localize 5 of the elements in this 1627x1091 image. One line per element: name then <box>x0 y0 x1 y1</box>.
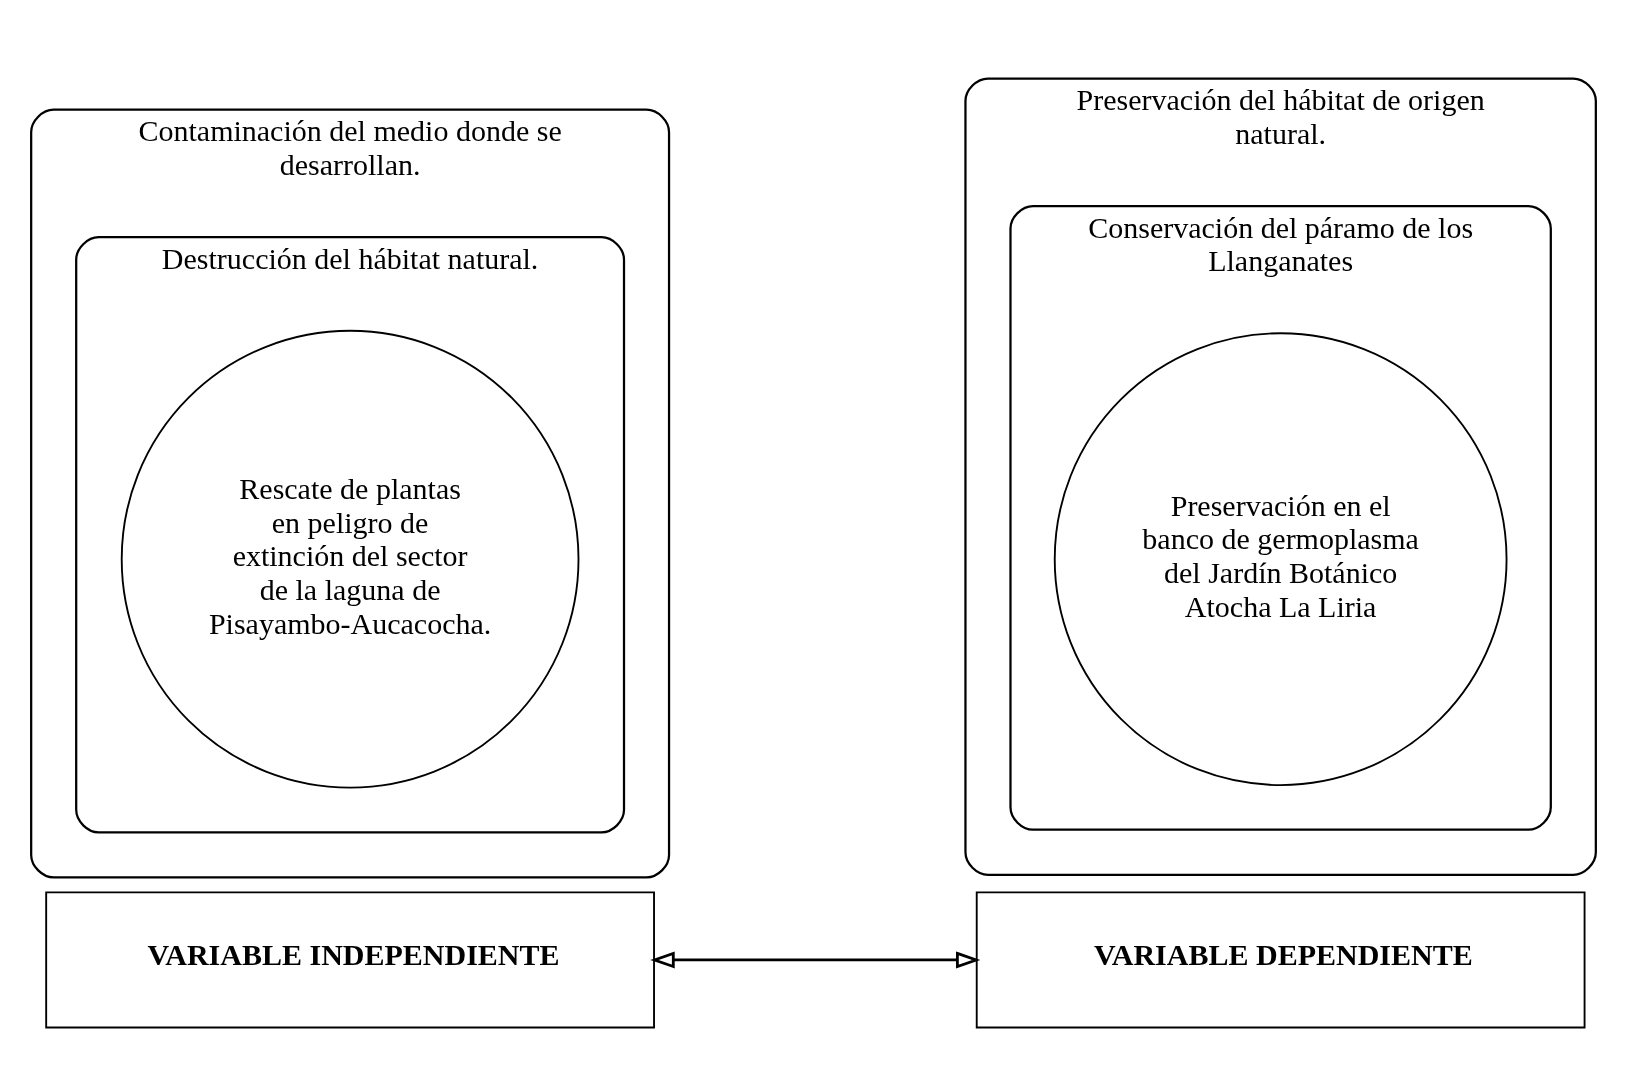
node-circle: Preservación en el banco de germoplasma del Jardín Botánico Atocha La Liria <box>1053 332 1508 787</box>
arrow <box>650 951 981 969</box>
node-box: VARIABLE INDEPENDIENTE <box>45 891 655 1029</box>
node-box: VARIABLE DEPENDIENTE <box>975 891 1586 1029</box>
node-circle: Rescate de plantas en peligro de extinción del sector de la laguna de Pisayambo-Aucacocha. <box>120 329 580 789</box>
